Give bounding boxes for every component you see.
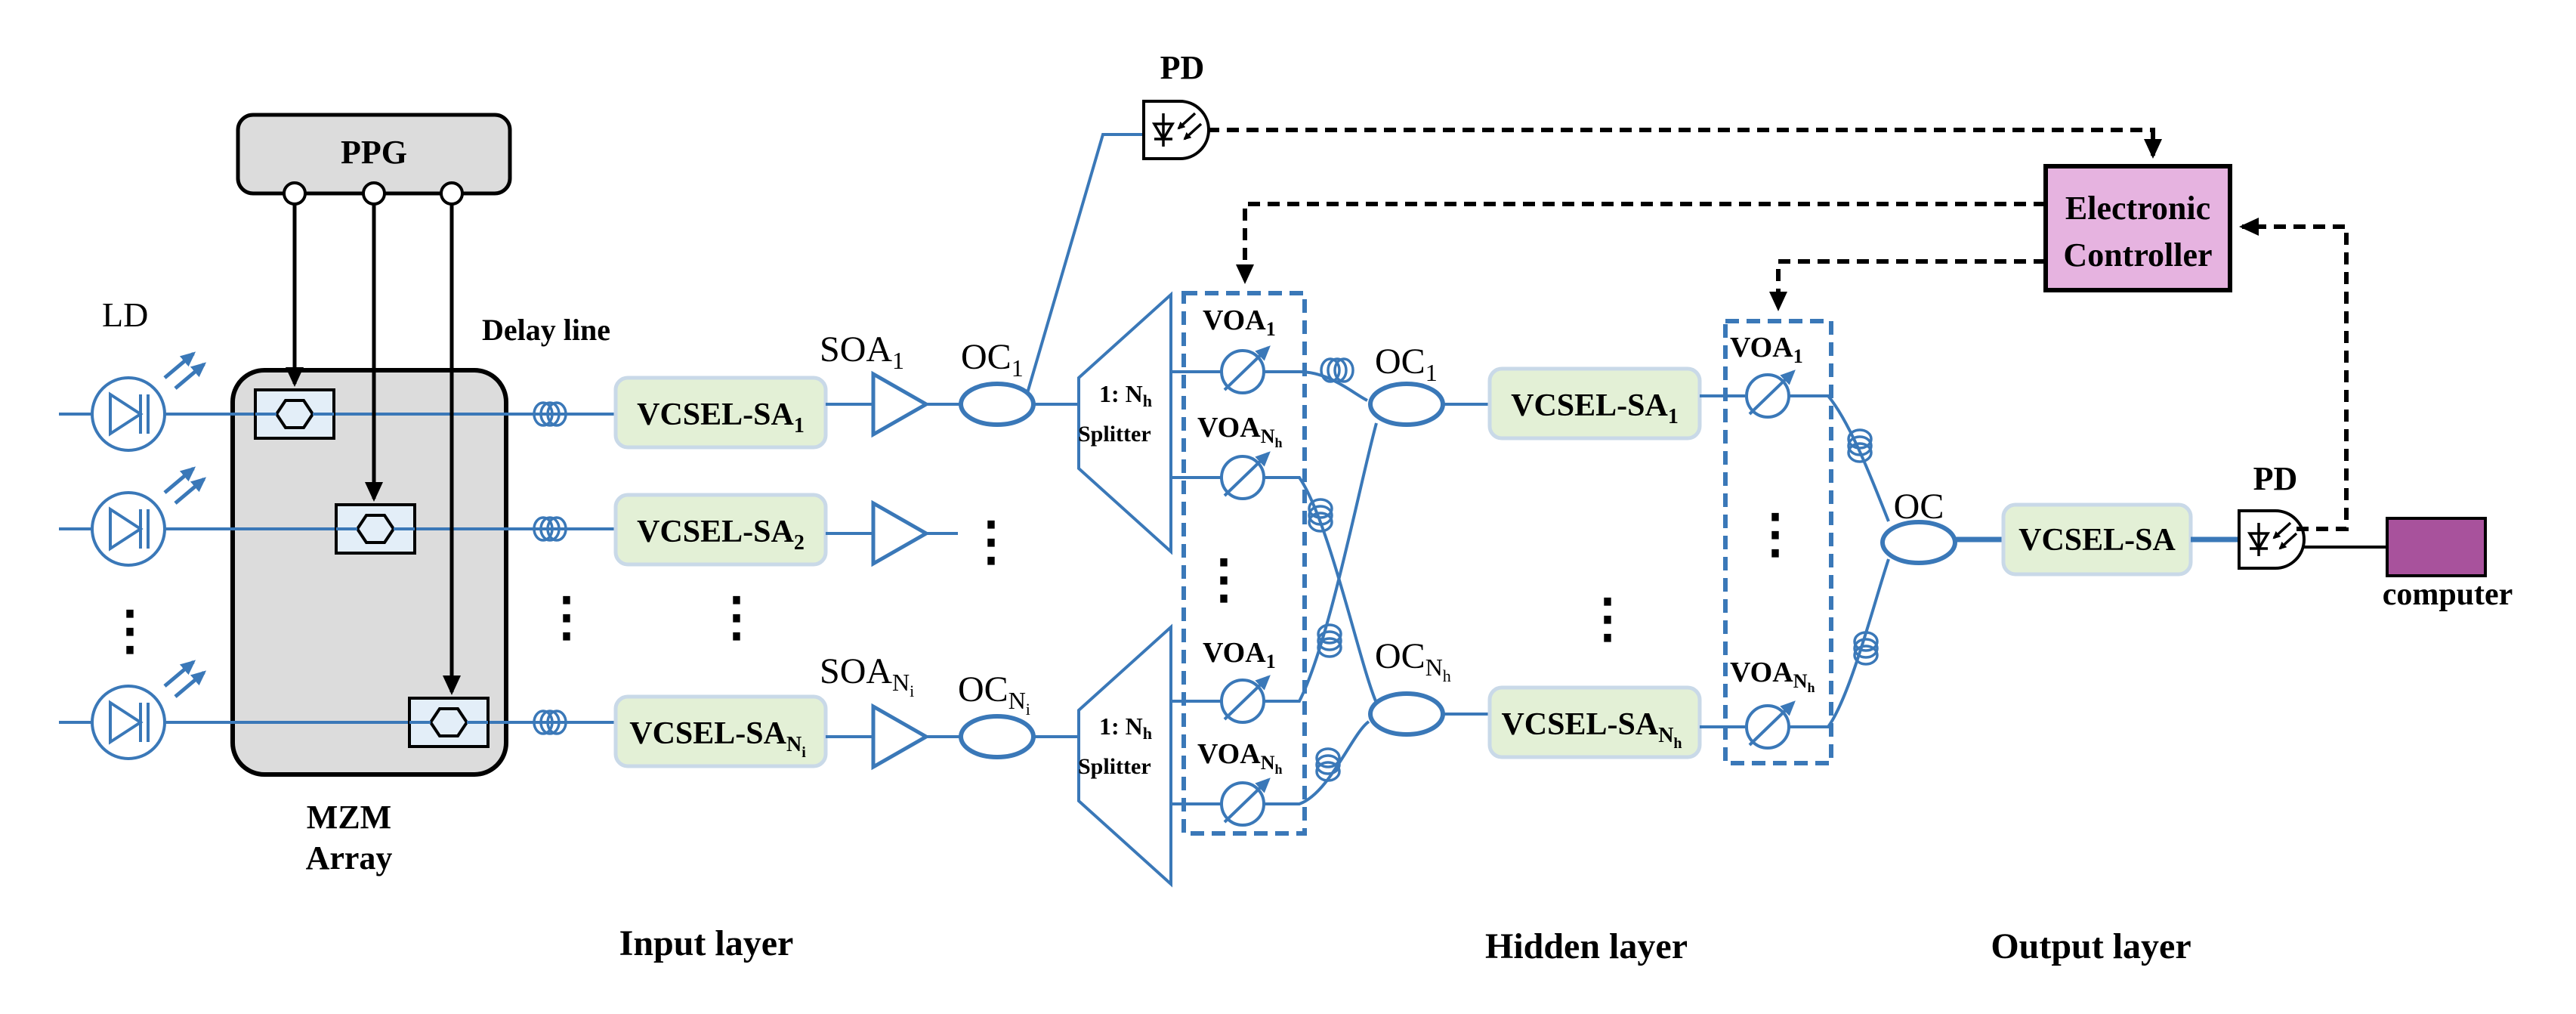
output-vcsel: VCSEL-SA — [2001, 502, 2193, 577]
mzm-modulator-1 — [254, 388, 335, 440]
hidden-layer-label: Hidden layer — [1485, 926, 1688, 966]
oc-hidden-label-1: OC1 — [1375, 342, 1438, 386]
soa-amplifier-icon-2 — [873, 503, 926, 564]
voa-icon-hidden-1 — [1222, 348, 1268, 393]
oc-output-label: OC — [1894, 487, 1944, 527]
mzm-array-box — [230, 368, 508, 777]
wire-oc1-to-pd — [1026, 133, 1142, 394]
input-vcsel-2: VCSEL-SA2 — [613, 493, 828, 567]
mzm-modulator-2 — [335, 503, 416, 555]
pd-right-label: PD — [2253, 460, 2298, 497]
soa-ellipsis: ⋮ — [965, 513, 1018, 571]
photodiode-icon-top — [1144, 101, 1209, 159]
ctrl-line-controller-to-hidden-voa — [1236, 202, 2046, 284]
voa-hidden-ellipsis: ⋮ — [1197, 551, 1250, 609]
ctrl-line-pd-right-to-controller — [2239, 218, 2349, 531]
controller-label-line2: Controller — [2063, 236, 2212, 274]
mzm-modulator-3 — [408, 697, 490, 748]
controller-label-line1: Electronic — [2065, 190, 2210, 227]
fiber-coil-icon-h3 — [1317, 623, 1342, 658]
oc-input-1 — [959, 382, 1036, 427]
mzm-label-line2: Array — [306, 839, 393, 876]
vcsel-ellipsis: ⋮ — [710, 589, 763, 647]
fiber-coil-icon-h4 — [1315, 747, 1341, 782]
pd-top-label: PD — [1160, 49, 1205, 86]
splitter-n: 1: Nh Splitter — [1077, 623, 1172, 888]
hidden-vcsel-1: VCSEL-SA1 — [1487, 366, 1702, 441]
svg-text:VCSEL-SANh: VCSEL-SANh — [1501, 707, 1682, 752]
svg-text:Splitter: Splitter — [1078, 422, 1151, 447]
output-layer-label: Output layer — [1991, 926, 2191, 966]
ppg-label: PPG — [341, 134, 407, 171]
oc-input-label-n: OCNi — [958, 669, 1030, 719]
photodiode-icon-right — [2239, 511, 2304, 568]
svg-text:VCSEL-SA: VCSEL-SA — [2018, 523, 2176, 558]
oc-input-label-1: OC1 — [961, 337, 1024, 382]
voa-hidden-label-3: VOA1 — [1203, 637, 1276, 672]
electronic-controller-box — [2043, 164, 2232, 292]
hidden-vcsel-ellipsis: ⋮ — [1581, 590, 1634, 648]
soa-label-1: SOA1 — [820, 329, 904, 374]
input-vcsel-n: VCSEL-SANi — [613, 694, 828, 768]
voa-icon-hidden-4 — [1222, 780, 1268, 825]
ppg-ports — [283, 181, 464, 206]
voa-hidden-label-4: VOANh — [1197, 738, 1282, 777]
svg-text:Splitter: Splitter — [1078, 754, 1151, 779]
svg-text:1: Nh: 1: Nh — [1099, 713, 1152, 743]
wire-voa2-ocnh — [1264, 476, 1378, 703]
output-voa-group-box — [1723, 319, 1833, 765]
input-layer-label: Input layer — [619, 923, 794, 963]
oc-input-n — [959, 714, 1036, 759]
ctrl-line-pd-to-controller — [1207, 128, 2162, 159]
hidden-voa-group-box — [1181, 291, 1307, 836]
delay-line-label: Delay line — [482, 313, 610, 347]
ctrl-line-controller-to-output-voa — [1769, 259, 2046, 311]
voa-output-ellipsis: ⋮ — [1749, 505, 1802, 564]
input-vcsel-1: VCSEL-SA1 — [613, 376, 828, 450]
oc-output — [1880, 520, 1957, 565]
svg-text:VCSEL-SANi: VCSEL-SANi — [629, 716, 806, 761]
voa-icon-output-n — [1747, 703, 1793, 748]
mzm-label-line1: MZM — [307, 799, 391, 836]
ld-label: LD — [102, 295, 148, 334]
laser-diode-icon-2 — [92, 468, 204, 565]
computer-label: computer — [2383, 577, 2513, 612]
voa-hidden-label-2: VOANh — [1197, 412, 1282, 450]
wire-voa3-oc1h — [1264, 422, 1378, 703]
svg-text:VCSEL-SA1: VCSEL-SA1 — [1511, 388, 1679, 428]
laser-diode-icon-1 — [92, 354, 204, 450]
ld-ellipsis: ⋮ — [103, 602, 156, 660]
laser-diode-icon-3 — [92, 662, 204, 759]
voa-hidden-label-1: VOA1 — [1203, 305, 1276, 340]
voa-output-label-1: VOA1 — [1730, 332, 1803, 367]
svg-text:VCSEL-SA1: VCSEL-SA1 — [637, 397, 805, 437]
delay-ellipsis: ⋮ — [540, 589, 593, 647]
oc-hidden-n — [1368, 691, 1445, 737]
oc-hidden-label-n: OCNh — [1375, 636, 1451, 685]
hidden-vcsel-n: VCSEL-SANh — [1487, 685, 1702, 759]
soa-label-n: SOANi — [820, 651, 914, 700]
computer-box — [2386, 517, 2487, 577]
soa-amplifier-icon-n — [873, 706, 926, 767]
svg-text:VCSEL-SA2: VCSEL-SA2 — [637, 515, 805, 555]
oc-hidden-1 — [1368, 382, 1445, 427]
voa-icon-hidden-3 — [1222, 677, 1268, 722]
soa-amplifier-icon-1 — [873, 374, 926, 434]
svg-text:1: Nh: 1: Nh — [1099, 380, 1152, 410]
wire-voa-out1-oc — [1789, 394, 1890, 522]
voa-output-label-n: VOANh — [1730, 657, 1815, 695]
voa-icon-output-1 — [1747, 372, 1793, 417]
voa-icon-hidden-2 — [1222, 453, 1268, 499]
splitter-1: 1: Nh Splitter — [1077, 291, 1172, 555]
